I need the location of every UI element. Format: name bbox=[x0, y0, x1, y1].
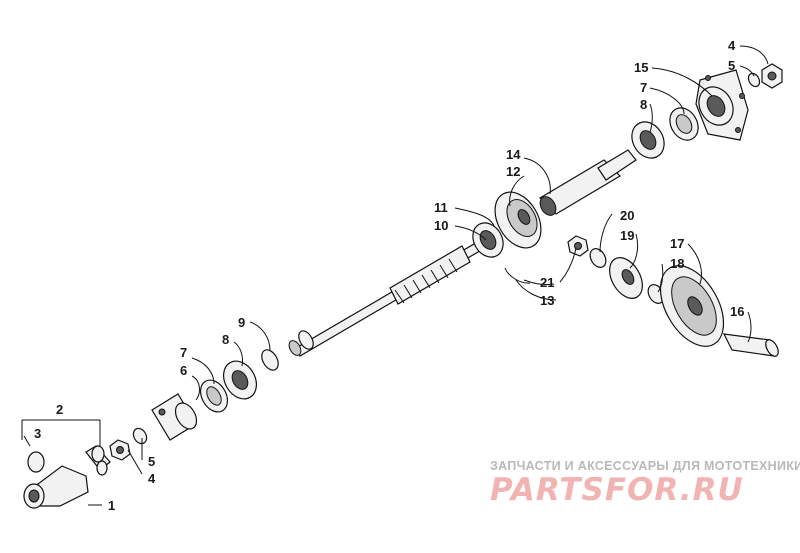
label-20: 20 bbox=[620, 208, 634, 223]
watermark-brand: PARTSFOR.RU bbox=[490, 472, 744, 508]
washer-top bbox=[747, 72, 761, 88]
nut-small bbox=[567, 235, 589, 257]
seal-lower bbox=[199, 379, 229, 413]
label-2: 2 bbox=[56, 402, 63, 417]
label-6: 6 bbox=[180, 363, 187, 378]
label-4-bottom: 4 bbox=[148, 471, 156, 486]
label-15: 15 bbox=[634, 60, 648, 75]
hub-flange bbox=[695, 69, 749, 141]
label-17: 17 bbox=[670, 236, 684, 251]
part-labels: 1 2 3 4 5 6 7 8 9 10 11 12 13 14 15 16 1… bbox=[34, 38, 744, 513]
spur-gear-17 bbox=[659, 265, 725, 347]
label-8-lower: 8 bbox=[222, 332, 229, 347]
label-4-top: 4 bbox=[728, 38, 736, 53]
needle-bearing bbox=[472, 222, 504, 258]
watermark: ЗАПЧАСТИ И АКСЕССУАРЫ ДЛЯ МОТОТЕХНИКИ PA… bbox=[490, 459, 800, 508]
seal-upper bbox=[669, 107, 699, 141]
label-19: 19 bbox=[620, 228, 634, 243]
nut-bottom bbox=[109, 439, 131, 461]
label-21: 21 bbox=[540, 275, 554, 290]
bevel-gear bbox=[494, 191, 542, 249]
label-18: 18 bbox=[670, 256, 684, 271]
watermark-tagline: ЗАПЧАСТИ И АКСЕССУАРЫ ДЛЯ МОТОТЕХНИКИ bbox=[490, 459, 800, 473]
label-3: 3 bbox=[34, 426, 41, 441]
label-7-lower: 7 bbox=[180, 345, 187, 360]
label-5-bottom: 5 bbox=[148, 454, 155, 469]
drive-gear-19 bbox=[609, 257, 643, 299]
label-9: 9 bbox=[238, 315, 245, 330]
label-5-top: 5 bbox=[728, 58, 735, 73]
nut-top bbox=[761, 63, 783, 89]
pinion-shaft-16 bbox=[722, 333, 779, 357]
label-7-upper: 7 bbox=[640, 80, 647, 95]
main-shaft bbox=[288, 229, 503, 357]
label-12: 12 bbox=[506, 164, 520, 179]
yoke-1 bbox=[23, 465, 89, 509]
label-10: 10 bbox=[434, 218, 448, 233]
label-8-upper: 8 bbox=[640, 97, 647, 112]
universal-joint bbox=[27, 445, 111, 476]
label-14: 14 bbox=[506, 147, 521, 162]
bearing-lower bbox=[223, 360, 257, 400]
spacer-sleeve bbox=[539, 149, 637, 216]
yoke-6 bbox=[151, 393, 198, 441]
bearing-upper bbox=[631, 121, 665, 159]
label-16: 16 bbox=[730, 304, 744, 319]
washer-bottom bbox=[132, 427, 148, 445]
washer-9 bbox=[261, 349, 279, 371]
label-1: 1 bbox=[108, 498, 115, 513]
leader-lines bbox=[21, 45, 769, 506]
washer-20 bbox=[589, 248, 607, 268]
label-11: 11 bbox=[434, 200, 448, 215]
label-13: 13 bbox=[540, 293, 554, 308]
snap-ring bbox=[504, 267, 531, 284]
